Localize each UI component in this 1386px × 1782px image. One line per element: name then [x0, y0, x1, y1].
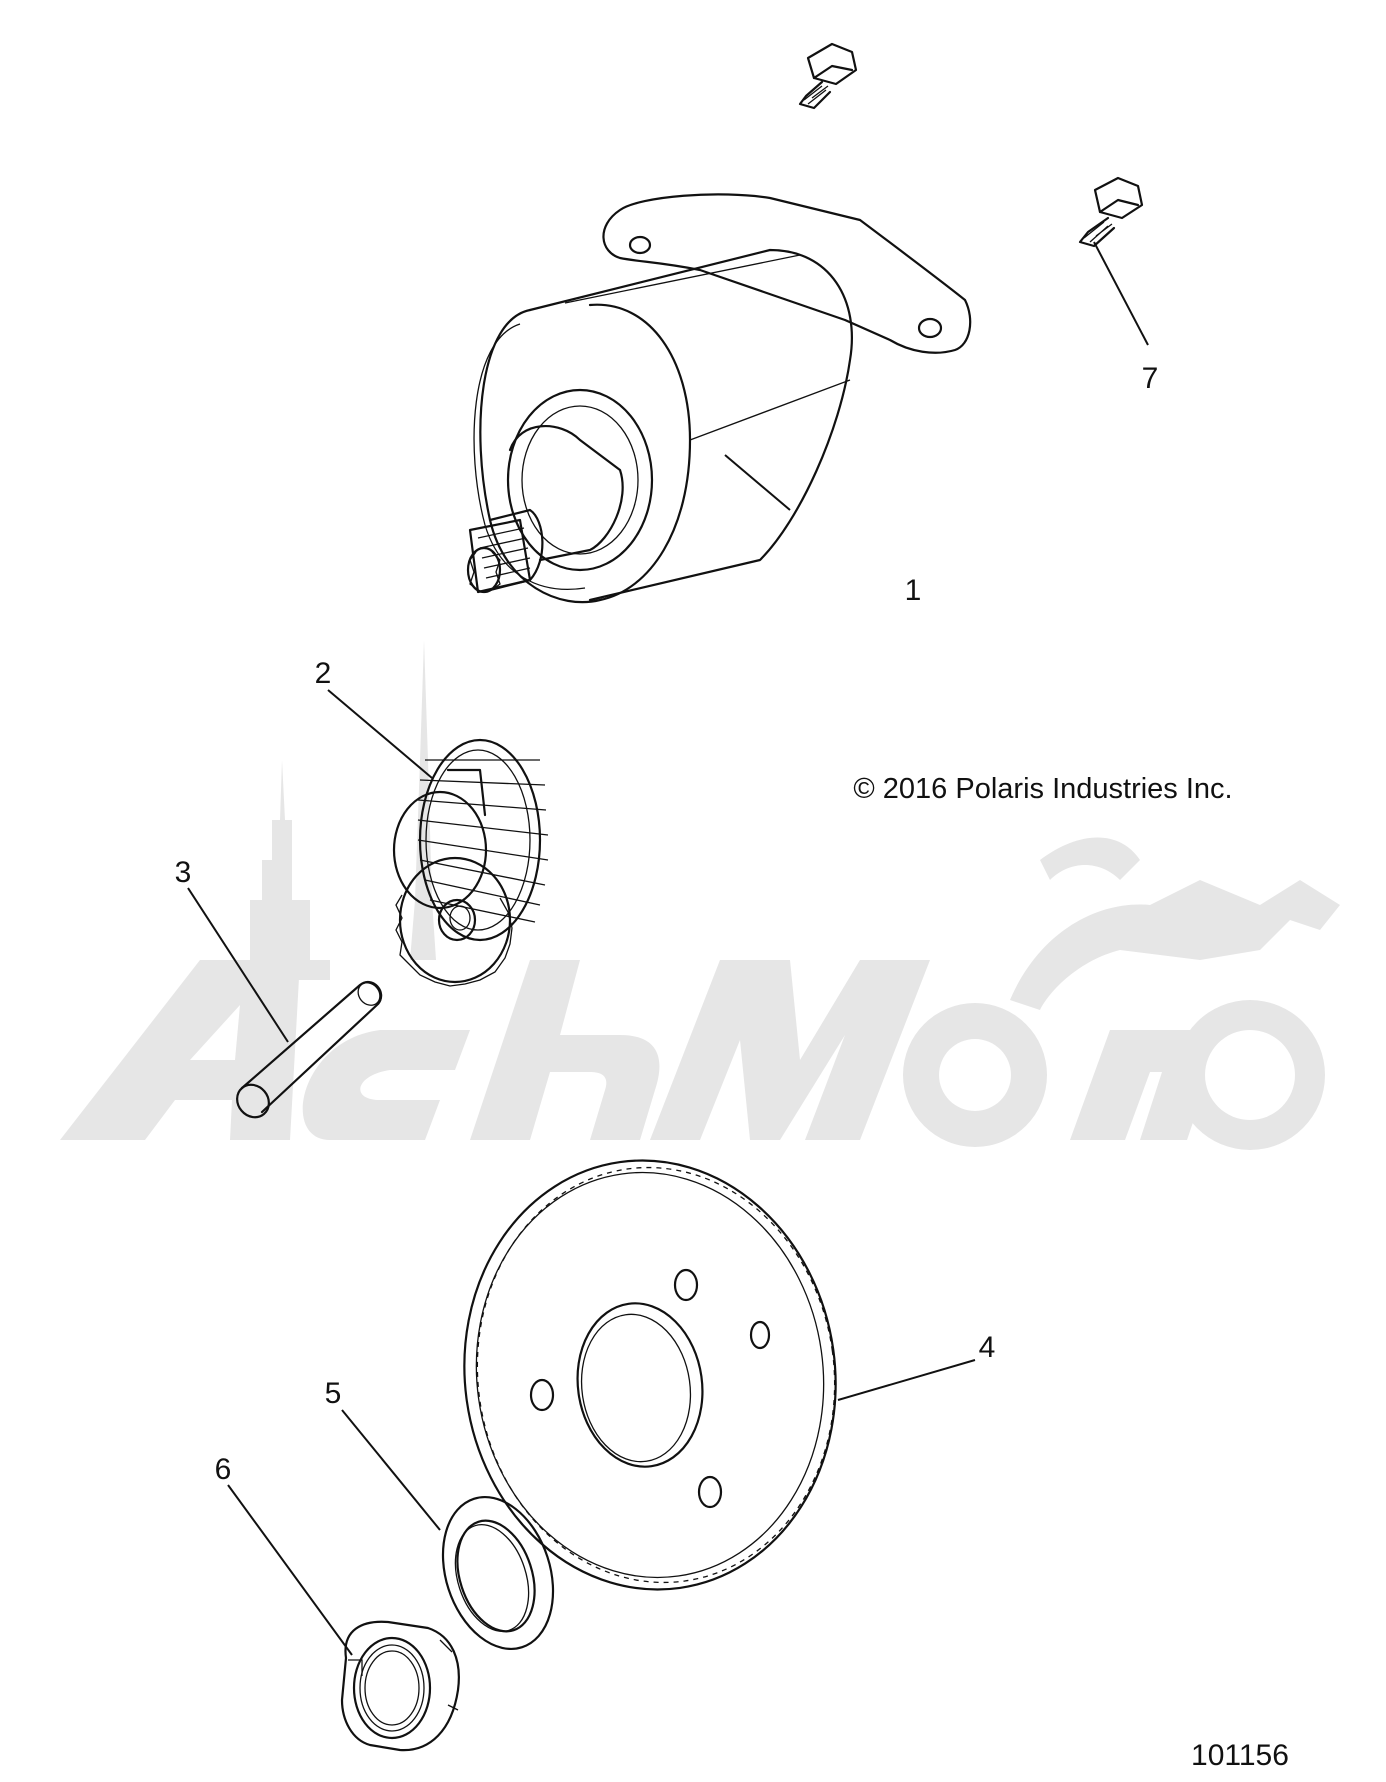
callout-2[interactable]: 2: [315, 657, 332, 690]
washer[interactable]: [424, 1483, 571, 1664]
callout-6[interactable]: 6: [215, 1453, 232, 1486]
callout-4[interactable]: 4: [979, 1331, 996, 1364]
callout-7[interactable]: 7: [1142, 362, 1159, 395]
bolt-upper[interactable]: [798, 42, 858, 110]
callout-1[interactable]: 1: [905, 574, 922, 607]
idler-gear[interactable]: [392, 738, 549, 987]
watermark-logo: [60, 640, 1340, 1150]
starter-motor[interactable]: [466, 193, 972, 604]
callout-3[interactable]: 3: [175, 856, 192, 889]
callout-5[interactable]: 5: [325, 1377, 342, 1410]
leader-lines: [187, 241, 1149, 1656]
shaft-pin[interactable]: [231, 978, 385, 1123]
callout-labels: 1 2 3 4 5 6 7: [175, 362, 1159, 1486]
diagram-number: 101156: [1191, 1739, 1289, 1772]
ring-gear[interactable]: [437, 1136, 863, 1613]
bolt-lower[interactable]: [1078, 176, 1144, 248]
castle-nut[interactable]: [340, 1620, 460, 1752]
copyright-notice: © 2016 Polaris Industries Inc.: [853, 773, 1232, 805]
